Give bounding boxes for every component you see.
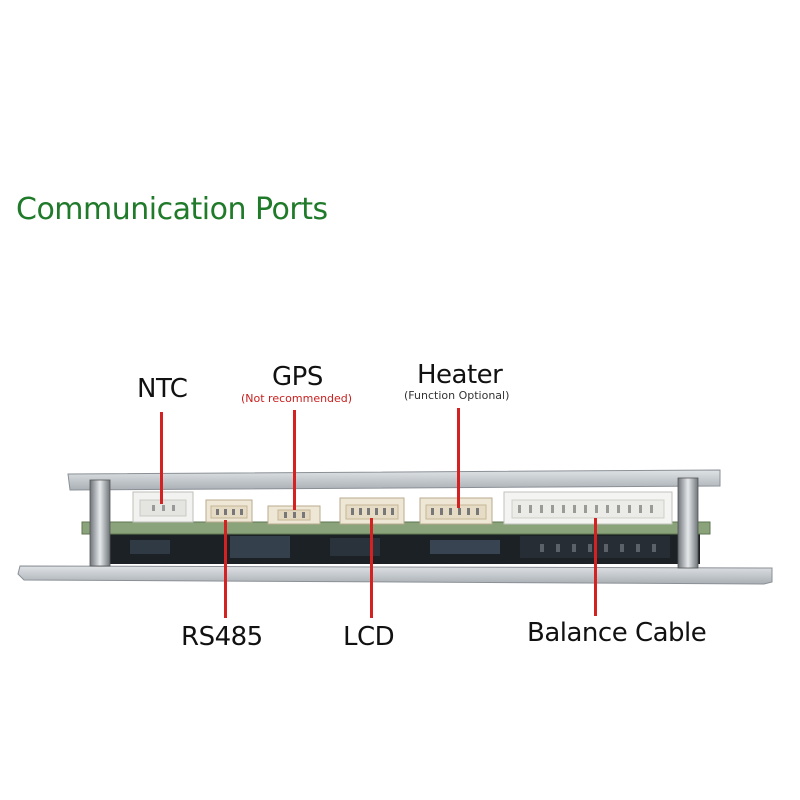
gps-pointer-line	[293, 410, 296, 510]
rs485-pointer-line	[224, 520, 227, 618]
rs485-label: RS485	[181, 622, 263, 652]
heater-note: (Function Optional)	[404, 389, 510, 402]
standoff-left	[89, 479, 111, 567]
gps-label: GPS	[272, 362, 323, 392]
heater-label: Heater	[417, 360, 503, 390]
top-plate	[67, 469, 721, 491]
rs485-connector	[205, 499, 253, 523]
page-title: Communication Ports	[16, 192, 328, 227]
heater-connector	[419, 497, 493, 525]
heater-pointer-line	[457, 408, 460, 508]
ntc-label: NTC	[137, 374, 188, 404]
ntc-connector	[132, 491, 194, 523]
balance-cable-label: Balance Cable	[527, 618, 707, 648]
ntc-pointer-line	[160, 412, 163, 504]
standoff-right	[677, 477, 699, 569]
balance-pointer-line	[594, 518, 597, 616]
balance-cable-connector	[503, 491, 673, 525]
gps-note: (Not recommended)	[241, 392, 353, 405]
lcd-label: LCD	[343, 622, 395, 652]
lcd-pointer-line	[370, 518, 373, 618]
gps-connector	[267, 505, 321, 525]
bottom-plate	[17, 565, 773, 585]
